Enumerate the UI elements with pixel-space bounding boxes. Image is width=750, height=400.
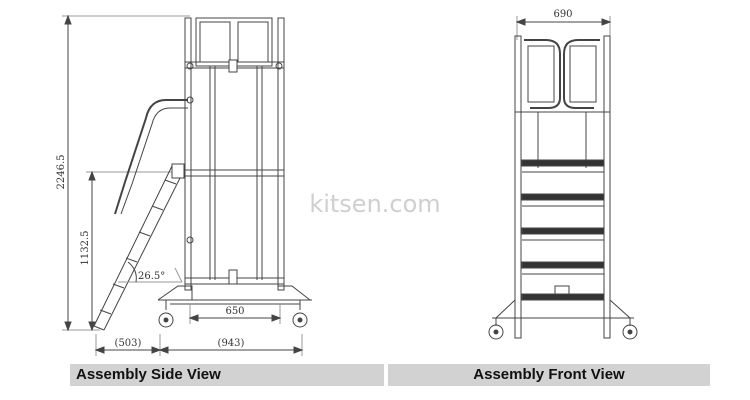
inclined-ladder xyxy=(93,163,194,331)
total-height-label: 2246.5 xyxy=(56,155,67,190)
angle-label: 26.5° xyxy=(138,271,165,282)
main-frame xyxy=(184,17,285,291)
wheelbase-dimension xyxy=(188,304,282,324)
front-view-caption: Assembly Front View xyxy=(388,364,710,386)
side-view-caption: Assembly Side View xyxy=(70,364,384,386)
handrail xyxy=(114,96,194,215)
front-wheels xyxy=(488,318,638,340)
front-view-drawing xyxy=(488,16,638,340)
front-base xyxy=(492,299,634,319)
side-view-drawing xyxy=(62,14,312,356)
base-frame xyxy=(157,285,312,305)
watermark: kitsen.com xyxy=(309,190,440,218)
front-guardrail xyxy=(515,39,610,113)
top-guardrail xyxy=(185,17,284,73)
bottom-dimensions xyxy=(94,334,304,356)
angle-indicator xyxy=(118,261,183,283)
platform-height-dimension xyxy=(86,170,180,332)
platform-height-label: 1132.5 xyxy=(80,231,91,266)
base-depth-label: (943) xyxy=(218,338,245,349)
mid-bracing xyxy=(185,169,284,285)
front-steps xyxy=(521,159,605,301)
ladder-depth-label: (503) xyxy=(115,338,142,349)
wheelbase-label: 650 xyxy=(225,306,244,317)
total-height-dimension xyxy=(62,14,190,332)
front-posts xyxy=(514,35,611,339)
width-label: 690 xyxy=(553,9,572,20)
side-wheels xyxy=(158,300,308,328)
